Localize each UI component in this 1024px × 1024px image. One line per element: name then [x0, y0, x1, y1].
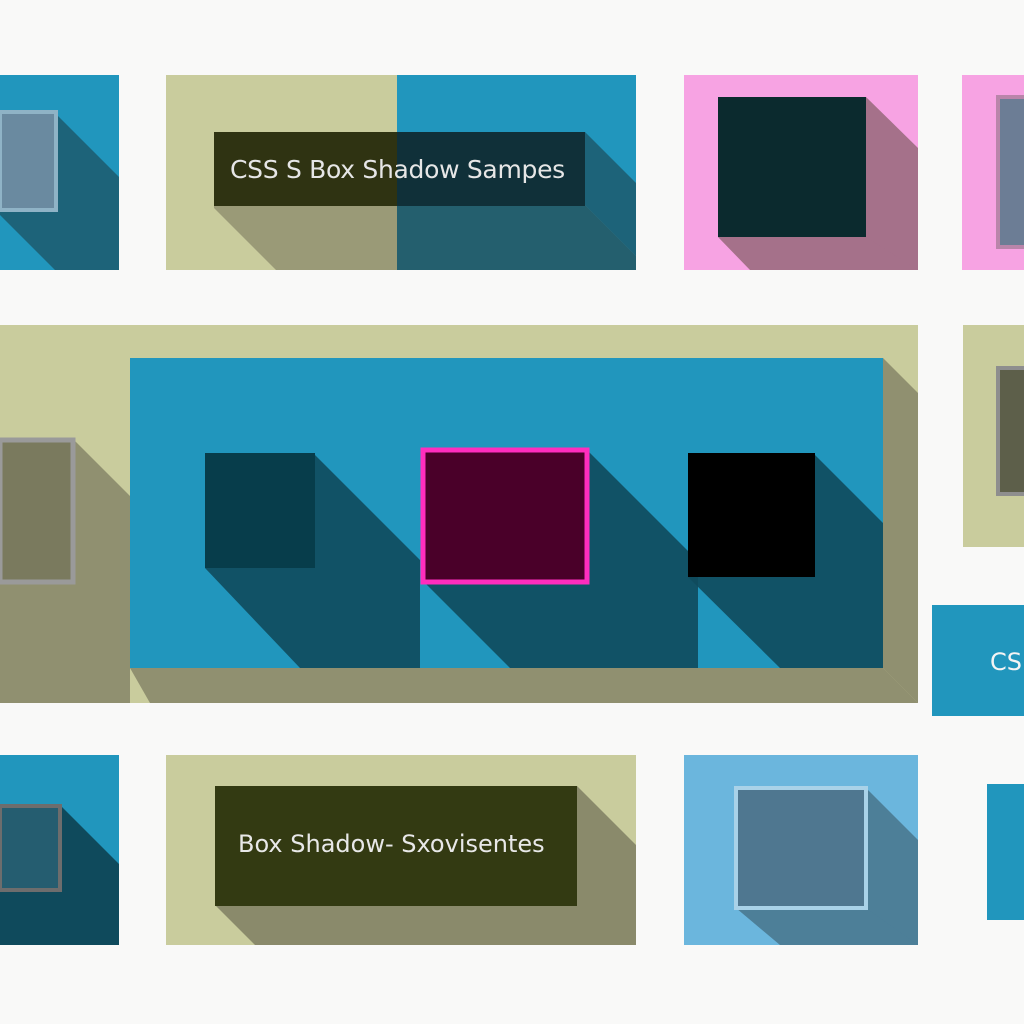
square-outline-icon [0, 110, 58, 212]
square-outline-icon [996, 366, 1024, 496]
square-outline-icon [996, 95, 1024, 249]
top-center-label: CSS S Box Shadow Sampes [230, 155, 565, 184]
card-lightblue-bottom [684, 755, 918, 945]
card-pink-top [684, 75, 918, 270]
card-teal-bottom-right [987, 784, 1024, 920]
square-filled-icon [688, 453, 815, 577]
card-olive-mid-right [963, 325, 1024, 547]
square-magenta-icon [420, 447, 590, 585]
bottom-label-bar [215, 786, 577, 906]
card-pink-top-right [962, 75, 1024, 270]
square-outline-icon [0, 437, 76, 585]
bottom-center-label: Box Shadow- Sxovisentes [238, 830, 545, 858]
card-teal-panel [130, 358, 883, 668]
square-outline-icon [734, 786, 868, 910]
card-title-bottom: Box Shadow- Sxovisentes [166, 755, 636, 945]
card-teal-bottom-left [0, 755, 119, 945]
square-filled-icon [718, 97, 866, 237]
card-title-top: CSS S Box Shadow Sampes [166, 75, 636, 270]
right-edge-label: CS [990, 648, 1022, 676]
card-teal-top-left [0, 75, 119, 270]
square-outline-icon [0, 804, 62, 892]
card-teal-right-label: CS [932, 605, 1024, 716]
square-filled-icon [205, 453, 315, 568]
